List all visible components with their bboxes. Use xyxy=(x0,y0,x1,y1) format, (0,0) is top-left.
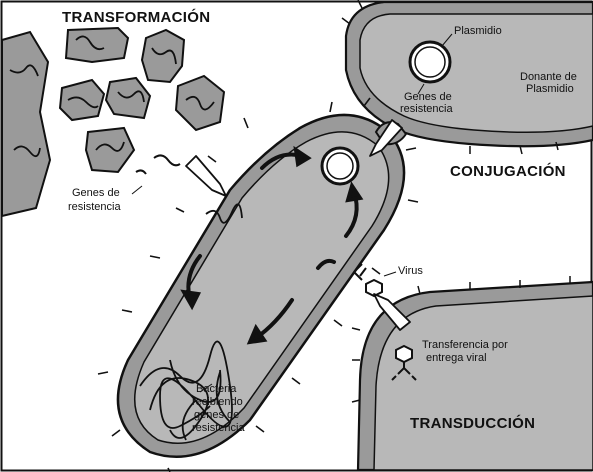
donor-genes-label-line1: Genes de xyxy=(404,91,452,103)
received-plasmid-inner xyxy=(327,153,353,179)
recipient-label-line4: resistencia xyxy=(192,422,245,434)
donor-genes-label-line2: resistencia xyxy=(400,103,453,115)
transfer-label-line2: entrega viral xyxy=(426,352,487,364)
transduction-title: TRANSDUCCIÓN xyxy=(410,414,535,432)
recipient-label-line1: Bacteria xyxy=(196,383,237,395)
free-genes-label-line2: resistencia xyxy=(68,201,121,213)
virus-leader-line xyxy=(384,272,396,276)
free-genes-label-line1: Genes de xyxy=(72,187,120,199)
virus-attaching xyxy=(354,264,396,296)
cell-fragment xyxy=(142,30,184,82)
transfer-label-line1: Transferencia por xyxy=(422,339,508,351)
plasmid-label: Plasmidio xyxy=(454,25,502,37)
label-leader-line xyxy=(132,186,142,194)
transformation-title: TRANSFORMACIÓN xyxy=(62,8,210,26)
donor-plasmid-inner xyxy=(415,47,445,77)
donor-label-line2: Plasmidio xyxy=(526,83,574,95)
cell-fragment xyxy=(60,80,104,120)
virus-label: Virus xyxy=(398,265,423,277)
cell-fragment xyxy=(86,128,134,172)
recipient-label-line3: genes de xyxy=(194,409,239,421)
conjugation-title: CONJUGACIÓN xyxy=(450,162,566,180)
free-dna-fragment xyxy=(136,170,146,174)
cell-fragment xyxy=(66,28,128,62)
recipient-label-line2: recibiendo xyxy=(192,396,243,408)
transformation-arrow xyxy=(186,156,226,196)
cell-fragment xyxy=(2,32,50,216)
donor-label-line1: Donante de xyxy=(520,71,577,83)
free-dna-fragment xyxy=(154,155,180,165)
